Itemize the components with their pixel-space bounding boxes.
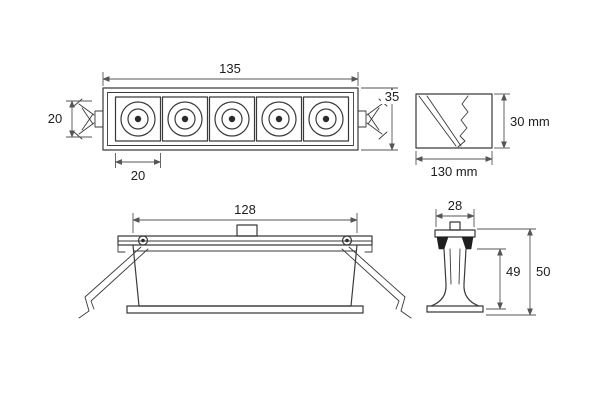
mounting-clip-left [73, 98, 104, 140]
front-trim-plate [117, 235, 373, 246]
front-view-dimensions: 128 [132, 202, 358, 233]
mounting-clip-right [357, 98, 388, 140]
side-trim-bar [434, 229, 476, 238]
cutout-dimensions: 30 mm 130 mm [415, 93, 550, 179]
front-connector-box [236, 224, 258, 237]
front-screw-left [137, 235, 149, 246]
side-spring-clip-right [461, 236, 474, 250]
dim-recess-depth-label: 49 [506, 264, 520, 279]
dim-overall-height-label: 50 [536, 264, 550, 279]
cutout-detail [415, 93, 493, 149]
cutout-serrated-edge [457, 95, 469, 148]
led-module-2 [161, 96, 209, 142]
front-view [78, 224, 412, 319]
dim-recess-width-label: 128 [234, 202, 256, 217]
dim-module-width-label: 20 [131, 168, 145, 183]
front-spring-right [341, 246, 412, 319]
cutout-outline [415, 93, 493, 149]
side-top-bracket [449, 221, 461, 231]
side-spring-clip-left [436, 236, 449, 250]
led-module-1 [114, 96, 162, 142]
cutout-hatch-line [426, 95, 462, 147]
side-housing [426, 248, 484, 313]
plan-view-dimensions: 135 35 20 20 [48, 61, 403, 183]
dim-cutout-depth-label: 30 mm [510, 114, 550, 129]
dim-clip-span-label: 20 [48, 111, 62, 126]
side-view [426, 221, 484, 313]
led-module-3 [208, 96, 256, 142]
plan-inner-frame [107, 92, 354, 146]
plan-view [73, 87, 388, 151]
front-screw-right [341, 235, 353, 246]
front-housing [126, 244, 364, 314]
dim-cutout-width-label: 130 mm [431, 164, 478, 179]
front-spring-left [78, 246, 149, 319]
cutout-hatch-line [418, 95, 457, 147]
led-module-5 [302, 96, 350, 142]
side-view-dimensions: 28 49 50 [435, 198, 550, 316]
dim-overall-depth-label: 35 [385, 89, 399, 104]
led-module-4 [255, 96, 303, 142]
dim-overall-width-label: 135 [219, 61, 241, 76]
dim-side-width-label: 28 [448, 198, 462, 213]
